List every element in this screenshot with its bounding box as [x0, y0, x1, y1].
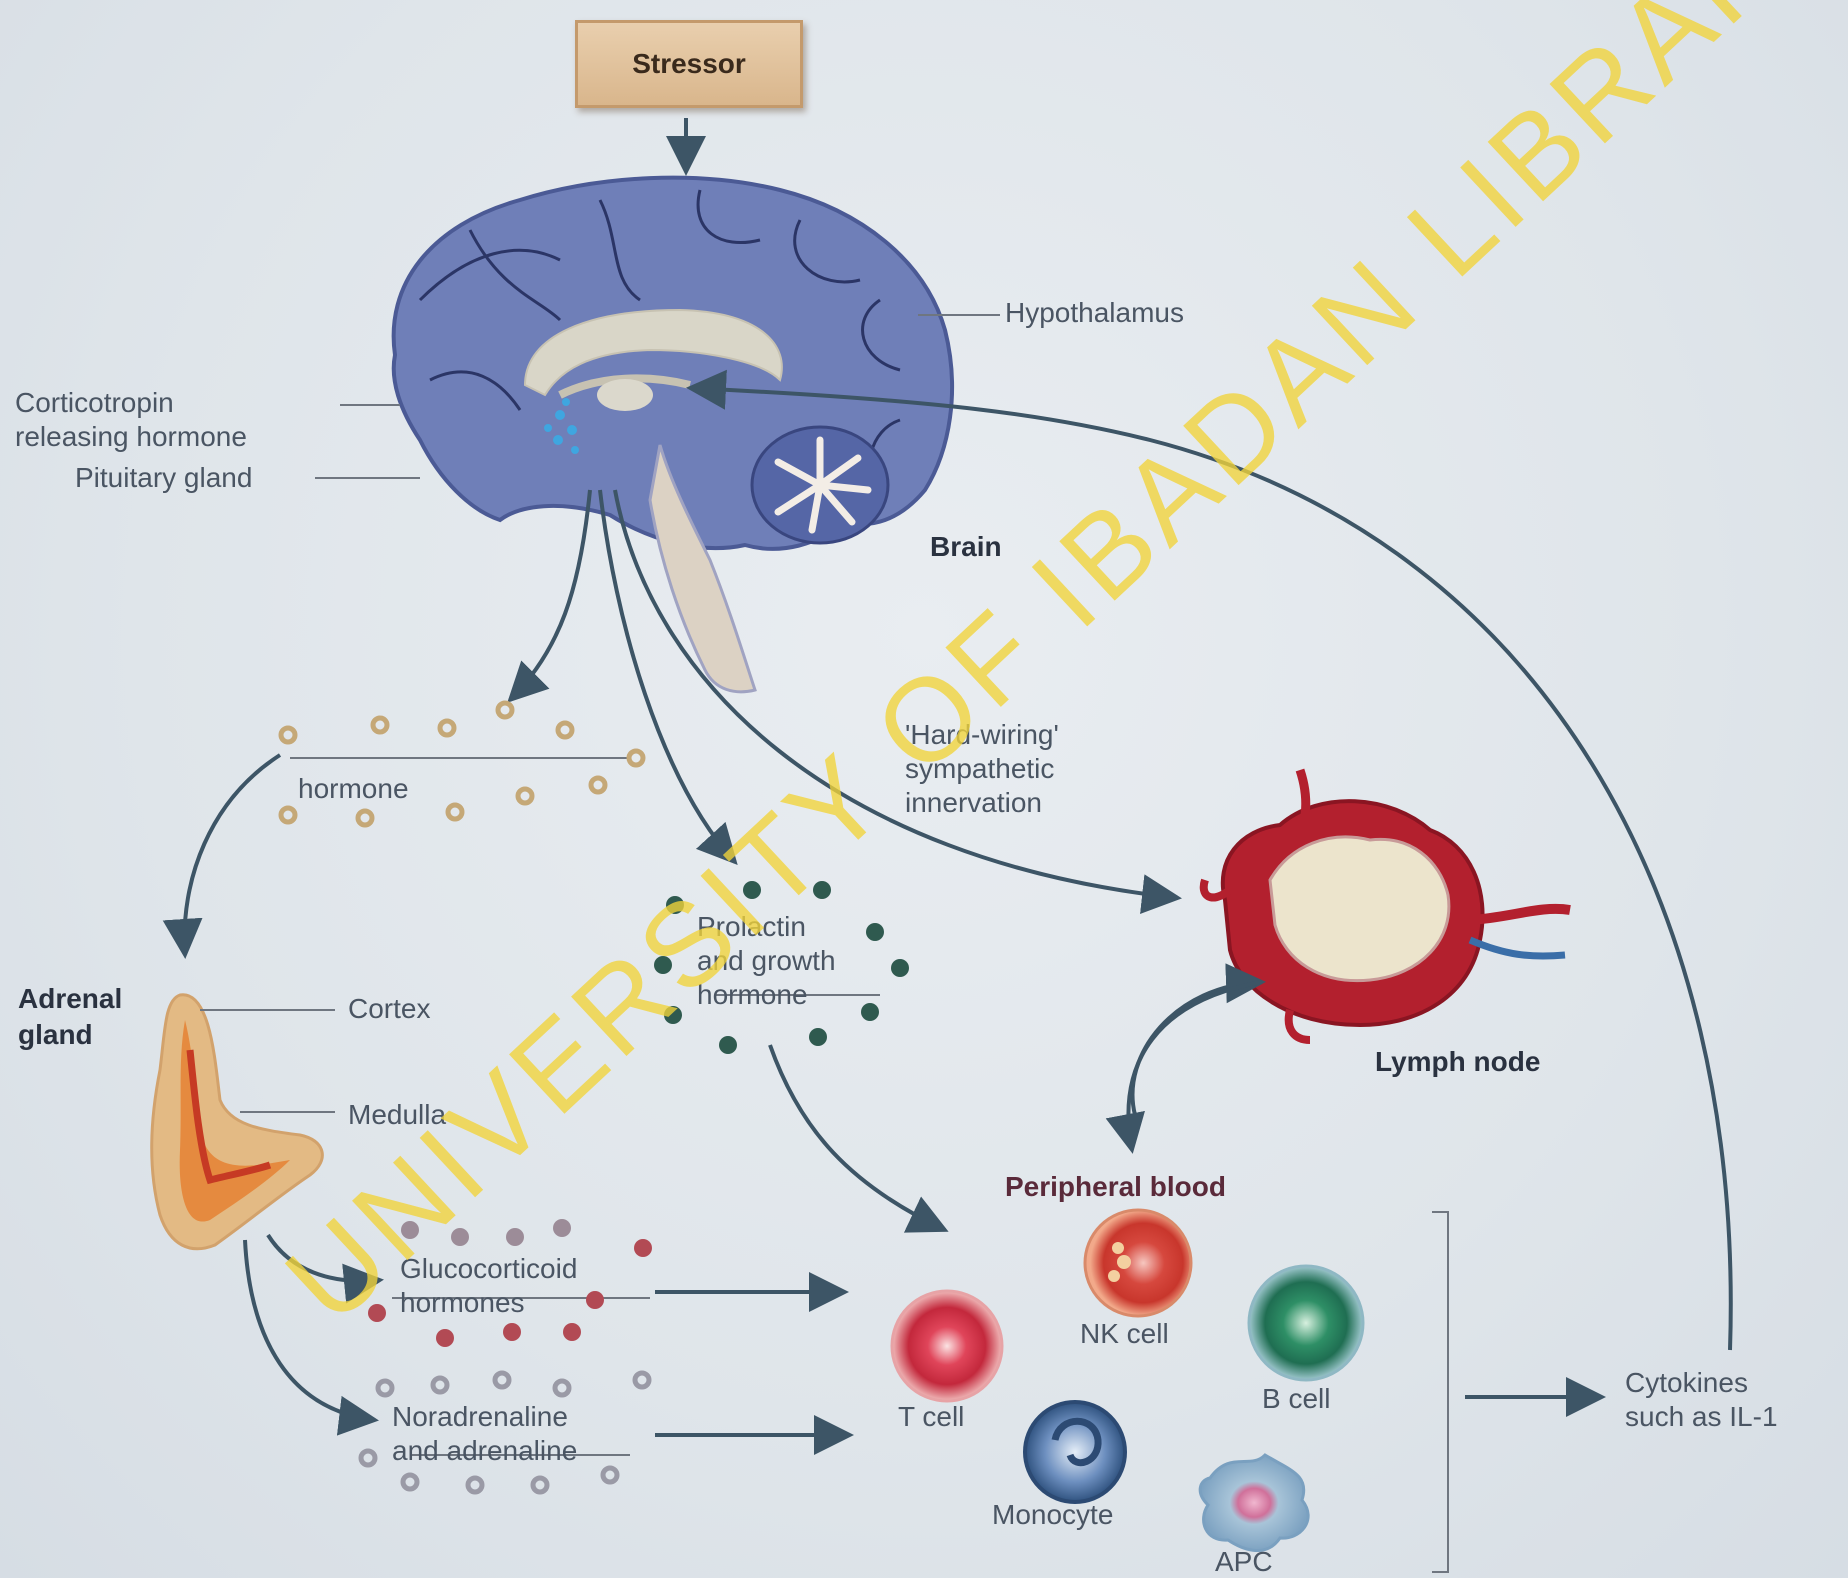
cytokines-label-line1: Cytokines [1625, 1366, 1748, 1400]
stressor-box: Stressor [575, 20, 803, 108]
acth-particles [281, 703, 643, 825]
noradrenaline-label-line2: and adrenaline [392, 1434, 577, 1468]
t-cell-shape [892, 1291, 1002, 1401]
adrenal-label-line2: gland [18, 1018, 93, 1052]
crh-label-line1: Corticotropin [15, 386, 174, 420]
lymph-node-label: Lymph node [1375, 1045, 1540, 1079]
noradrenaline-label-line1: Noradrenaline [392, 1400, 568, 1434]
nk-cell-label: NK cell [1080, 1317, 1169, 1351]
apc-label: APC [1215, 1545, 1273, 1578]
stressor-label: Stressor [632, 48, 746, 80]
brain-illustration [394, 178, 952, 692]
hypothalamus-label: Hypothalamus [1005, 296, 1184, 330]
adrenal-label-line1: Adrenal [18, 982, 122, 1016]
b-cell-shape [1249, 1266, 1363, 1380]
immune-cells [892, 1210, 1363, 1551]
acth-label-line2: hormone [298, 772, 409, 806]
t-cell-label: T cell [898, 1400, 964, 1434]
cytokines-label-line2: such as IL-1 [1625, 1400, 1778, 1434]
lymph-node-illustration [1204, 770, 1570, 1040]
pituitary-gland-label: Pituitary gland [75, 461, 252, 495]
cortex-label: Cortex [348, 992, 430, 1026]
monocyte-label: Monocyte [992, 1498, 1113, 1532]
crh-label-line2: releasing hormone [15, 420, 247, 454]
apc-shape [1200, 1455, 1308, 1551]
nk-cell-shape [1085, 1210, 1191, 1316]
monocyte-shape [1025, 1402, 1125, 1502]
adrenal-gland-illustration [152, 995, 323, 1249]
glucocorticoid-label-line2: hormones [400, 1286, 525, 1320]
b-cell-label: B cell [1262, 1382, 1330, 1416]
peripheral-blood-label: Peripheral blood [1005, 1170, 1226, 1204]
brain-label: Brain [930, 530, 1002, 564]
